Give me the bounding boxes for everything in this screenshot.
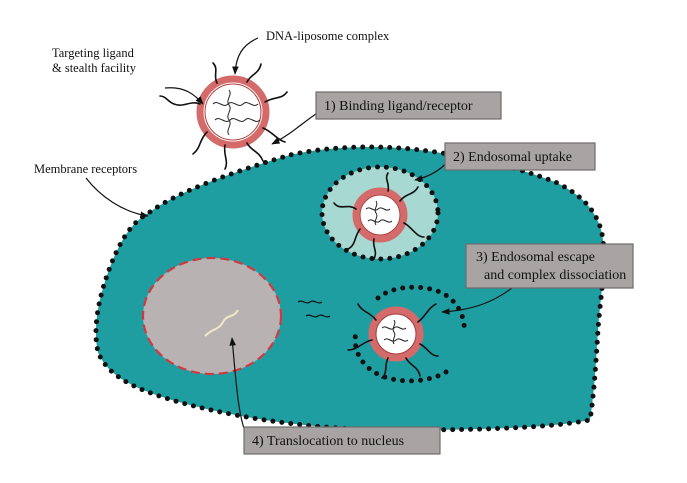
label-targeting: Targeting ligand [52, 46, 135, 60]
dna-liposome-complex [159, 62, 288, 170]
step2-label: 2) Endosomal uptake [453, 150, 572, 165]
nucleus [141, 256, 283, 376]
step3-label-line2: and complex dissociation [484, 268, 626, 283]
label-stealth: & stealth facility [52, 61, 137, 75]
targeting-arrow [164, 87, 204, 105]
label-dna-liposome: DNA-liposome complex [266, 29, 390, 43]
step1-box [315, 91, 502, 120]
step4-box [243, 426, 441, 455]
step1-label: 1) Binding ligand/receptor [324, 99, 473, 114]
liposome-escaping [347, 303, 439, 379]
step2-box [444, 142, 596, 171]
membrane-receptor-arrow [85, 177, 149, 219]
endosome-escape-membrane [352, 284, 467, 384]
liposome-in-endosome [333, 172, 425, 260]
escape-arrow [441, 287, 513, 315]
released-dna [297, 300, 331, 318]
complex-arrow [232, 37, 259, 75]
step3-box [465, 243, 634, 289]
step4-label: 4) Translocation to nucleus [252, 434, 404, 449]
step3-label-line1: 3) Endosomal escape [476, 250, 595, 265]
label-membrane-receptors: Membrane receptors [34, 162, 137, 176]
dna-fragment-in-nucleus [204, 309, 239, 337]
